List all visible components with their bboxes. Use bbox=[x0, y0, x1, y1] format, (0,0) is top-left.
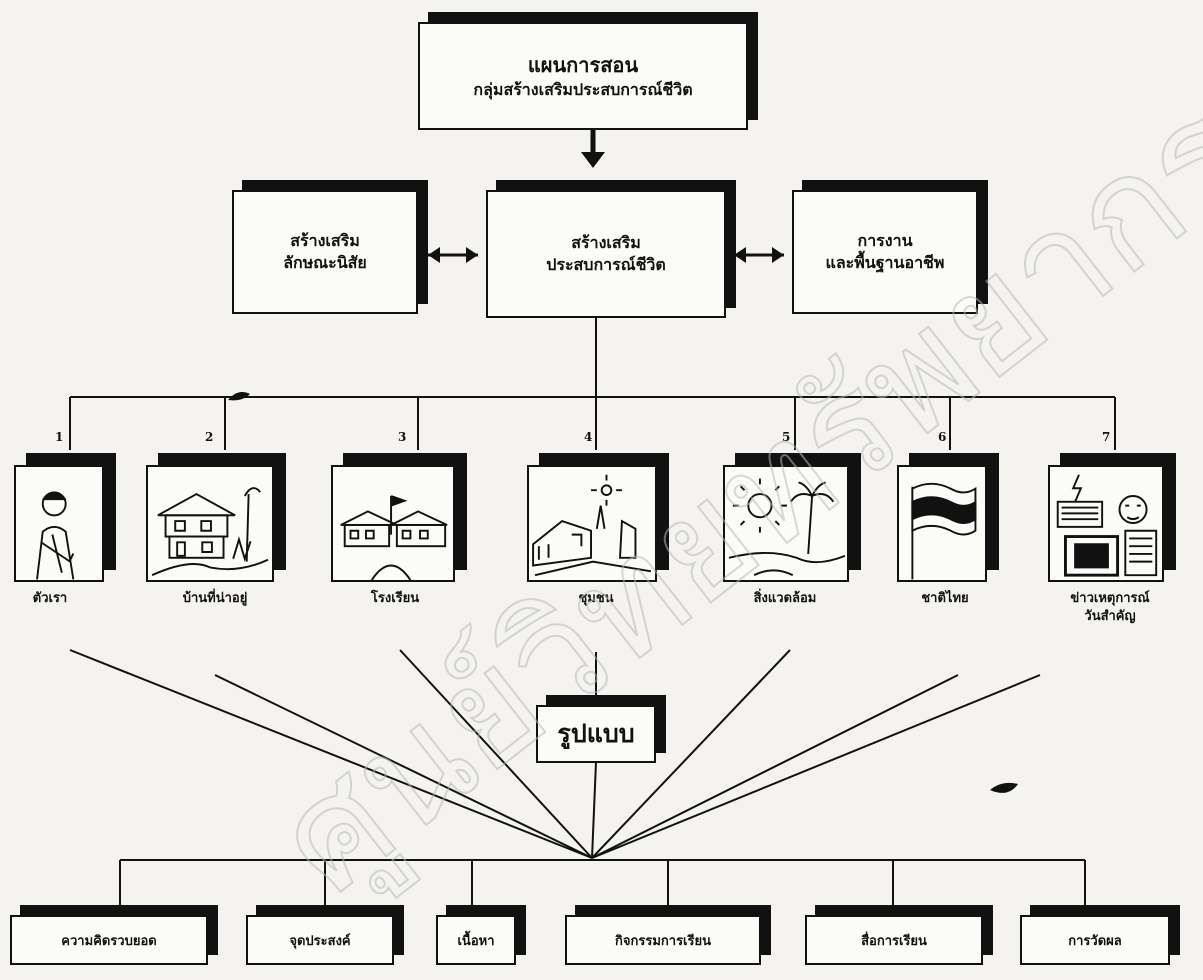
component-box: กิจกรรมการเรียน bbox=[565, 915, 761, 965]
environment-icon bbox=[723, 465, 849, 582]
component-box: ความคิดรวบยอด bbox=[10, 915, 208, 965]
life-experience-line2: ประสบการณ์ชีวิต bbox=[546, 255, 666, 274]
life-experience-box: สร้างเสริม ประสบการณ์ชีวิต bbox=[486, 190, 726, 318]
topic-label: ชาติไทย bbox=[921, 591, 969, 606]
component-label: ความคิดรวบยอด bbox=[61, 933, 157, 949]
component-label: การวัดผล bbox=[1068, 933, 1122, 949]
topic-number: 3 bbox=[398, 430, 407, 444]
component-box: เนื้อหา bbox=[436, 915, 516, 965]
component-label: สื่อการเรียน bbox=[861, 933, 927, 949]
lesson-plan-title: แผนการสอน bbox=[527, 52, 639, 77]
habit-building-line2: ลักษณะนิสัย bbox=[283, 253, 367, 272]
topic-label-line2: วันสำคัญ bbox=[1084, 609, 1136, 625]
topic-label: บ้านที่น่าอยู่ bbox=[182, 591, 248, 606]
component-box: สื่อการเรียน bbox=[805, 915, 983, 965]
topic-number: 1 bbox=[55, 430, 64, 444]
news-icon bbox=[1048, 465, 1164, 582]
component-label: กิจกรรมการเรียน bbox=[615, 933, 711, 949]
component-box: จุดประสงค์ bbox=[246, 915, 394, 965]
life-experience-line1: สร้างเสริม bbox=[571, 233, 641, 253]
flag-icon bbox=[897, 465, 987, 582]
form-label: รูปแบบ bbox=[557, 719, 635, 748]
topic-label-line1: ข่าวเหตุการณ์ bbox=[1070, 591, 1150, 606]
topic-number: 2 bbox=[205, 430, 214, 444]
component-label: จุดประสงค์ bbox=[289, 933, 351, 949]
component-box: การวัดผล bbox=[1020, 915, 1170, 965]
school-icon bbox=[331, 465, 455, 582]
topic-label-news: ข่าวเหตุการณ์ วันสำคัญ bbox=[1050, 590, 1170, 626]
work-career-line2: และพื้นฐานอาชีพ bbox=[825, 253, 945, 272]
habit-building-box: สร้างเสริม ลักษณะนิสัย bbox=[232, 190, 418, 314]
form-box: รูปแบบ bbox=[536, 705, 656, 763]
person-icon bbox=[14, 465, 104, 582]
lesson-plan-subtitle: กลุ่มสร้างเสริมประสบการณ์ชีวิต bbox=[473, 79, 693, 99]
topic-number: 6 bbox=[938, 430, 947, 444]
topic-number: 4 bbox=[584, 430, 593, 444]
topic-label: โรงเรียน bbox=[370, 591, 420, 606]
work-career-box: การงาน และพื้นฐานอาชีพ bbox=[792, 190, 978, 314]
component-label: เนื้อหา bbox=[457, 933, 495, 949]
topic-label: ชุมชน bbox=[578, 591, 614, 606]
work-career-line1: การงาน bbox=[857, 231, 913, 251]
lesson-plan-box: แผนการสอน กลุ่มสร้างเสริมประสบการณ์ชีวิต bbox=[418, 22, 748, 130]
topic-number: 5 bbox=[782, 430, 791, 444]
topic-number: 7 bbox=[1102, 430, 1111, 444]
community-icon bbox=[527, 465, 657, 582]
topic-label: ตัวเรา bbox=[32, 591, 68, 606]
habit-building-line1: สร้างเสริม bbox=[290, 231, 360, 251]
house-icon bbox=[146, 465, 274, 582]
topic-label: สิ่งแวดล้อม bbox=[753, 591, 817, 606]
